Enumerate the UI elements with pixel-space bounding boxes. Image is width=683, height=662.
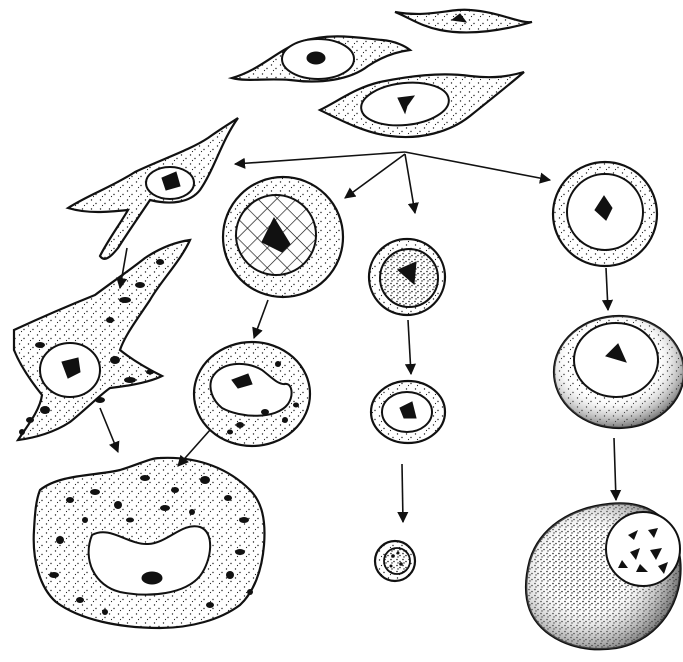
arrow-to-crosshatched xyxy=(345,154,405,198)
branched-fibroblast xyxy=(68,118,238,259)
spindle-cell-middle xyxy=(320,72,524,137)
arrow-progenitor-to-mature xyxy=(614,438,616,500)
blast-cell-right xyxy=(553,162,657,266)
arrow-reticular-to-mast xyxy=(100,408,118,452)
hemocytoblast-crosshatched xyxy=(223,177,343,297)
arrow-to-blast-right xyxy=(405,152,550,180)
arrow-to-lymphoblast xyxy=(405,154,415,213)
progenitor-shaded-cell xyxy=(554,316,683,428)
arrow-prolymphocyte-to-lymphocyte xyxy=(402,464,403,522)
mature-shaded-cell xyxy=(526,503,680,649)
mast-cell-large xyxy=(34,458,265,628)
small-lymphocyte-cell xyxy=(375,541,415,581)
spindle-cell-upper xyxy=(232,36,410,81)
arrow-blast-to-progenitor xyxy=(606,268,608,310)
spindle-cell-top-right xyxy=(395,10,532,33)
band-neutrophil-cell xyxy=(194,342,310,446)
arrow-lymphoblast-to-prolymphocyte xyxy=(408,320,411,374)
arrow-crosshatched-to-band xyxy=(254,300,268,338)
lymphoblast-cell xyxy=(369,239,445,315)
arrow-to-fibroblast xyxy=(235,152,405,164)
prolymphocyte-cell xyxy=(371,381,445,443)
reticular-cell xyxy=(14,240,190,440)
